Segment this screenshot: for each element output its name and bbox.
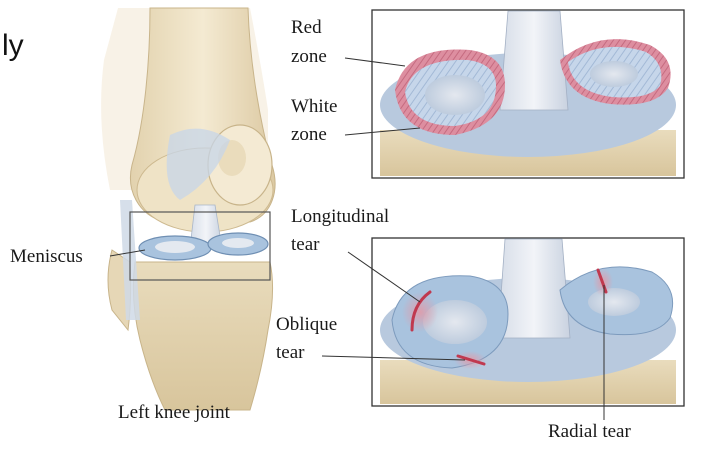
zones-ligament: [499, 10, 569, 111]
tears-panel: [321, 237, 685, 420]
knee-caption: Left knee joint: [118, 402, 231, 423]
plateau-surface-left: [425, 75, 485, 115]
radial-tear: [596, 268, 608, 294]
oblique-tear-label-line1: Oblique: [276, 314, 337, 335]
radial-tear-label: Radial tear: [548, 421, 631, 442]
white-zone-label-line2: zone: [291, 124, 327, 145]
longitudinal-tear-label-line1: Longitudinal: [291, 206, 389, 227]
longitudinal-tear: [410, 290, 432, 332]
oblique-pointer: [321, 355, 466, 361]
meniscus-pointer: [109, 249, 146, 257]
red-zone-pointer: [344, 57, 406, 67]
longitudinal-tear-label-line2: tear: [291, 234, 320, 255]
oblique-tear: [456, 354, 486, 366]
white-zone-pointer: [344, 127, 421, 136]
red-zone-label-line1: Red: [291, 17, 322, 38]
longitudinal-pointer: [347, 251, 421, 303]
zoom-box: [129, 211, 271, 281]
red-zone-label-line2: zone: [291, 46, 327, 67]
longitudinal-tear-glow: [402, 292, 438, 332]
tibia: [132, 261, 274, 411]
cropped-text-fragment: ly: [2, 29, 24, 62]
oblique-tear-label-line2: tear: [276, 342, 305, 363]
tears-plateau-right: [588, 288, 640, 316]
tears-ligament: [497, 238, 571, 339]
meniscus-label: Meniscus: [10, 246, 83, 267]
tears-plateau-left: [423, 300, 487, 344]
meniscus-shape: [138, 232, 269, 261]
plateau-surface-right: [590, 61, 638, 87]
articular-cartilage: [166, 128, 230, 200]
zones-panel: [344, 9, 685, 179]
knee-illustration: [101, 7, 276, 411]
white-zone-label-line1: White: [291, 96, 337, 117]
